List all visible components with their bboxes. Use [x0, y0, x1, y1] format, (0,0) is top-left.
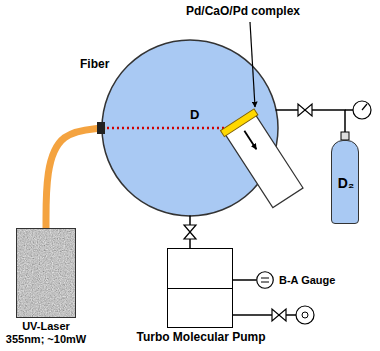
laser-texture — [16, 228, 76, 318]
deuteron-beam-line — [107, 127, 232, 130]
node-text: 355nm; ~10mW — [6, 333, 86, 346]
fiber-port — [97, 122, 105, 134]
node-text: Turbo Molecular Pump — [136, 331, 265, 345]
laser-body — [16, 228, 76, 318]
valve-symbol — [272, 309, 286, 321]
node-text: D — [190, 108, 199, 123]
gauge-body — [257, 272, 274, 289]
gauge-mark — [261, 282, 269, 283]
node-text: B-A Gauge — [279, 274, 335, 287]
part-label: Pd/CaO/Pd complex — [186, 5, 300, 19]
permeation-arrow — [244, 131, 256, 149]
gauge-mark — [261, 278, 269, 279]
pipe — [286, 314, 296, 316]
valve-symbol — [184, 225, 196, 239]
node-text: D₂ — [338, 175, 354, 191]
laser-outline — [17, 229, 76, 318]
ion-gauge: B-A Gauge — [256, 271, 274, 289]
text-holder: Turbo Molecular Pump — [136, 331, 265, 345]
optical-fiber — [46, 128, 102, 228]
rotary-pump — [296, 306, 314, 324]
cylinder-valve — [341, 132, 349, 140]
text-holder: B-A Gauge — [279, 274, 335, 287]
edge-label: Fiber — [80, 58, 109, 72]
valve-symbol — [298, 104, 312, 116]
vacuum-chamber: D — [102, 40, 278, 216]
pipe — [233, 314, 272, 316]
gauge-needle — [362, 104, 367, 110]
pressure-gauge — [353, 101, 371, 119]
gauge-pipe — [233, 279, 256, 281]
pump-box: Turbo Molecular Pump — [167, 248, 233, 328]
gauge-symbol — [256, 271, 274, 289]
pd-sample-plate — [221, 109, 258, 137]
laser-box: UV-Laser355nm; ~10mW — [16, 228, 76, 318]
node-text: UV-Laser — [6, 320, 86, 333]
leader-arrow — [250, 22, 255, 107]
text-holder: UV-Laser355nm; ~10mW — [6, 320, 86, 345]
text-holder: D₂ — [338, 175, 354, 191]
pump-stage-divider — [168, 288, 232, 289]
rotary-pump-rotor — [302, 312, 308, 318]
gas-cylinder: D₂ — [331, 140, 359, 224]
pipe — [345, 109, 353, 111]
text-holder: D — [190, 108, 199, 123]
sample-holder — [221, 109, 305, 209]
